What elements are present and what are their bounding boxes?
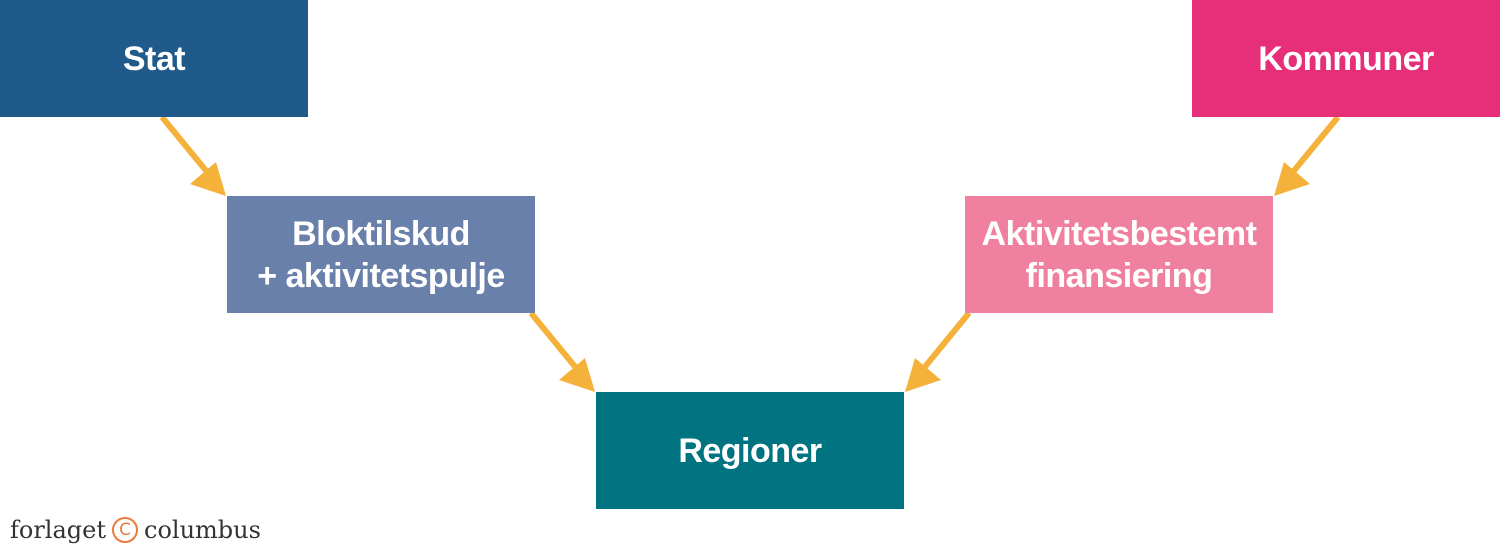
node-bloktilskud-label-line1: Bloktilskud (292, 214, 470, 253)
publisher-name-right: columbus (144, 516, 261, 544)
arrow-aktivitetsbestemt-to-regioner (905, 311, 972, 392)
node-aktivitetsbestemt-label-line1: Aktivitetsbestemt (981, 214, 1257, 253)
node-bloktilskud: Bloktilskud + aktivitetspulje (227, 196, 535, 313)
copyright-icon: C (112, 517, 138, 543)
node-aktivitetsbestemt-label-line2: finansiering (1025, 256, 1213, 295)
publisher-name-left: forlaget (10, 516, 106, 544)
node-kommuner: Kommuner (1192, 0, 1500, 117)
node-aktivitetsbestemt: Aktivitetsbestemt finansiering (965, 196, 1273, 313)
node-regioner: Regioner (596, 392, 904, 509)
node-stat-label: Stat (122, 39, 186, 78)
node-bloktilskud-label-line2: + aktivitetspulje (257, 256, 505, 295)
node-kommuner-label: Kommuner (1258, 39, 1434, 78)
arrow-bloktilskud-to-regioner (528, 311, 595, 392)
publisher-logo: forlaget C columbus (10, 513, 261, 547)
arrow-stat-to-bloktilskud (159, 115, 226, 196)
arrow-kommuner-to-aktivitetsbestemt (1274, 115, 1341, 196)
node-regioner-label: Regioner (678, 431, 822, 470)
node-stat: Stat (0, 0, 308, 117)
